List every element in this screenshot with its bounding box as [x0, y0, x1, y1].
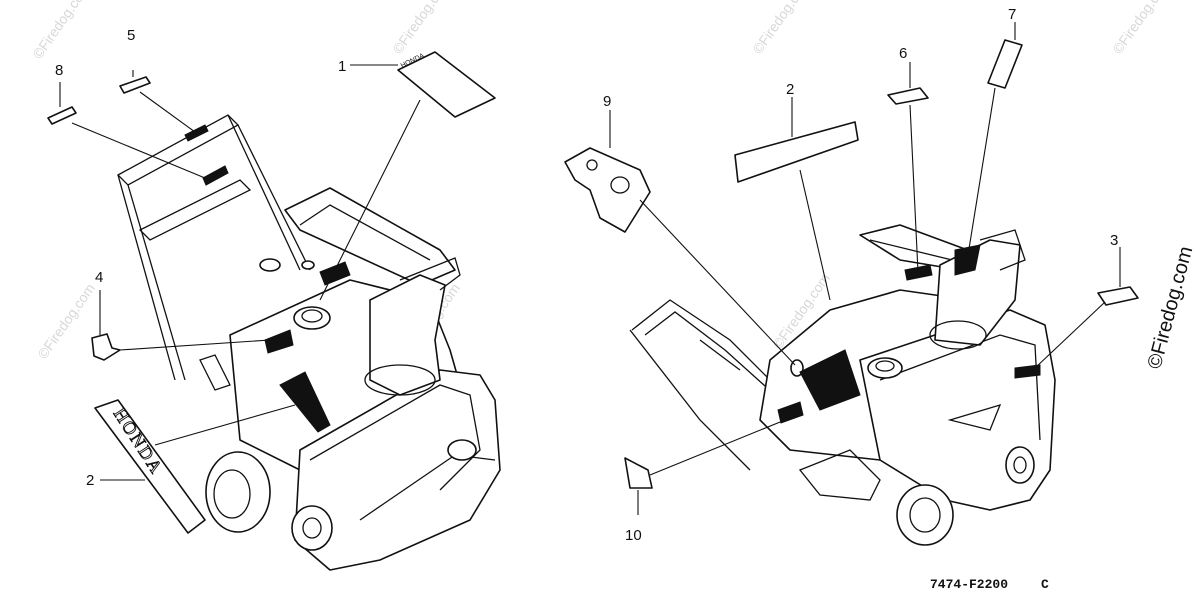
watermark-4: ©Firedog.com [1109, 0, 1173, 57]
label-2-right [734, 121, 859, 183]
watermark-5: ©Firedog.com [34, 280, 98, 361]
watermark-3: ©Firedog.com [749, 0, 813, 57]
label-1-honda-plate [397, 51, 496, 118]
callout-left-2: 2 [86, 472, 94, 489]
label-8 [47, 106, 77, 125]
label-10 [624, 457, 653, 489]
label-7 [987, 39, 1023, 89]
watermark-1: ©Firedog.com [29, 0, 93, 62]
callout-left-5: 5 [127, 27, 135, 44]
label-9 [564, 147, 651, 233]
callout-right-2: 2 [786, 81, 794, 98]
callout-right-3: 3 [1110, 232, 1118, 249]
label-2-honda-decal [94, 399, 206, 534]
right-snowblower [629, 224, 1056, 546]
watermark-side: ©Firedog.com [1144, 244, 1198, 371]
callout-left-8: 8 [55, 62, 63, 79]
label-5 [119, 76, 151, 94]
callout-right-7: 7 [1008, 6, 1016, 23]
callout-right-6: 6 [899, 45, 907, 62]
diagram-code: 7474-F2200 [930, 577, 1008, 592]
watermark-2: ©Firedog.com [389, 0, 453, 57]
label-6 [887, 87, 929, 105]
label-3 [1097, 286, 1139, 306]
label-4 [91, 333, 121, 361]
left-snowblower [116, 114, 501, 571]
callout-left-4: 4 [95, 269, 103, 286]
callout-right-9: 9 [603, 93, 611, 110]
diagram-code-suffix: C [1041, 577, 1049, 592]
callout-right-10: 10 [625, 527, 642, 544]
callout-left-1: 1 [338, 58, 346, 75]
